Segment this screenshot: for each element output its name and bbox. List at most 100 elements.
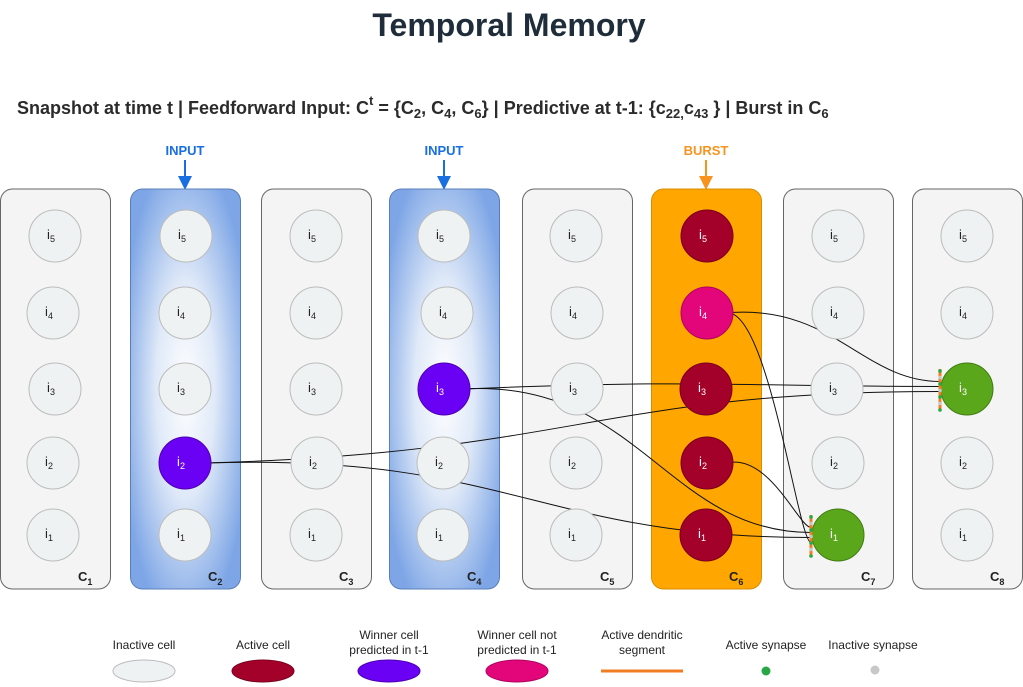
cell-c2-i2	[158, 436, 212, 490]
cell-label-c2-i1: i1	[177, 526, 185, 543]
legend-swatch-active	[231, 659, 295, 683]
annotation-input-4: INPUT	[425, 143, 464, 158]
inactive-synapse	[809, 521, 813, 526]
cell-label-c6-i3: i3	[698, 380, 706, 397]
column-label-1: C1	[78, 569, 92, 587]
cell-c8-i2	[940, 436, 994, 490]
active-synapse	[938, 369, 942, 373]
cell-c4-i3	[417, 362, 471, 416]
legend-swatch-inactive-synapse	[870, 665, 880, 675]
cell-label-c5-i4: i4	[569, 304, 577, 321]
page-title: Temporal Memory	[372, 7, 645, 43]
cell-label-c5-i3: i3	[569, 380, 577, 397]
cell-c6-i1	[679, 508, 733, 562]
cell-label-c1-i4: i4	[45, 304, 53, 321]
active-synapse	[809, 541, 813, 545]
active-synapse	[938, 382, 942, 386]
cell-c5-i5	[549, 209, 603, 263]
cell-label-c8-i5: i5	[959, 227, 967, 244]
cell-label-c7-i4: i4	[830, 304, 838, 321]
cell-c1-i3	[28, 362, 82, 416]
cell-c8-i4	[940, 286, 994, 340]
cell-label-c1-i1: i1	[45, 526, 53, 543]
active-synapse	[809, 515, 813, 519]
cell-c4-i4	[420, 286, 474, 340]
cell-c7-i3	[810, 362, 864, 416]
cell-c2-i4	[158, 286, 212, 340]
cell-label-c5-i1: i1	[568, 526, 576, 543]
cell-label-c4-i1: i1	[435, 526, 443, 543]
cell-c7-i1	[811, 508, 865, 562]
connection-1	[724, 311, 941, 382]
legend-swatch-inactive	[112, 659, 176, 683]
inactive-synapse	[809, 547, 813, 552]
cell-c4-i5	[417, 209, 471, 263]
legend-swatch-active-synapse	[761, 666, 771, 676]
column-label-4: C4	[467, 569, 481, 587]
legend-swatch-winner	[357, 659, 421, 683]
cell-label-c3-i2: i2	[309, 454, 317, 471]
cell-c5-i1	[549, 508, 603, 562]
cells: i1 i2 i3 i4 i5 i1 i2 i3 i4 i5 i1 i2 i3 i4 i5 i1 i2 i3 i4 i5…	[26, 209, 994, 562]
cell-label-c8-i3: i3	[959, 380, 967, 397]
cell-c3-i3	[289, 362, 343, 416]
cell-c6-i5	[680, 209, 734, 263]
annotation-burst-6: BURST	[684, 143, 729, 158]
snapshot-caption: Snapshot at time t | Feedforward Input: …	[17, 93, 829, 121]
cell-c3-i5	[289, 209, 343, 263]
cell-label-c4-i4: i4	[439, 304, 447, 321]
cell-label-c5-i5: i5	[568, 227, 576, 244]
cell-c7-i5	[811, 209, 865, 263]
cell-label-c1-i2: i2	[45, 454, 53, 471]
cell-c7-i2	[811, 436, 865, 490]
column-label-7: C7	[861, 569, 875, 587]
cell-label-c7-i5: i5	[830, 227, 838, 244]
cell-c8-i1	[940, 508, 994, 562]
cell-label-c1-i3: i3	[47, 380, 55, 397]
cell-label-c2-i5: i5	[178, 227, 186, 244]
cell-label-c2-i3: i3	[177, 380, 185, 397]
cell-label-c8-i2: i2	[959, 454, 967, 471]
legend-label-winner_np: predicted in t-1	[477, 643, 557, 657]
cell-c3-i2	[290, 436, 344, 490]
cell-c7-i4	[811, 286, 865, 340]
cell-label-c2-i4: i4	[177, 304, 185, 321]
cell-label-c7-i1: i1	[830, 526, 838, 543]
inactive-synapse	[938, 375, 942, 380]
connection-4	[724, 312, 812, 543]
cell-c1-i2	[26, 436, 80, 490]
legend-label-active_synapse: Active synapse	[726, 638, 807, 652]
legend-swatch-winner_np	[485, 659, 549, 683]
legend-label-winner_np: Winner cell not	[477, 628, 557, 642]
inactive-synapse	[938, 388, 942, 393]
cell-label-c8-i4: i4	[959, 304, 967, 321]
cell-label-c5-i2: i2	[568, 454, 576, 471]
cell-c8-i5	[940, 209, 994, 263]
legend-label-segment: segment	[619, 643, 666, 657]
cell-label-c4-i5: i5	[436, 227, 444, 244]
cell-c6-i3	[679, 362, 733, 416]
active-synapse	[809, 554, 813, 558]
cell-label-c6-i2: i2	[699, 454, 707, 471]
cell-c5-i3	[550, 362, 604, 416]
cell-c8-i3	[940, 362, 994, 416]
cell-label-c6-i1: i1	[698, 526, 706, 543]
connection-5	[726, 461, 812, 528]
cell-c1-i5	[28, 209, 82, 263]
cell-label-c7-i2: i2	[830, 454, 838, 471]
cell-label-c7-i3: i3	[829, 380, 837, 397]
cell-c1-i4	[26, 286, 80, 340]
cell-c3-i4	[289, 286, 343, 340]
legend-label-inactive: Inactive cell	[113, 638, 176, 652]
cell-label-c8-i1: i1	[959, 526, 967, 543]
cell-c4-i2	[416, 436, 470, 490]
column-label-6: C6	[729, 569, 743, 587]
cell-label-c6-i5: i5	[699, 227, 707, 244]
cell-c3-i1	[289, 508, 343, 562]
cell-c5-i4	[550, 286, 604, 340]
active-synapse	[938, 408, 942, 412]
